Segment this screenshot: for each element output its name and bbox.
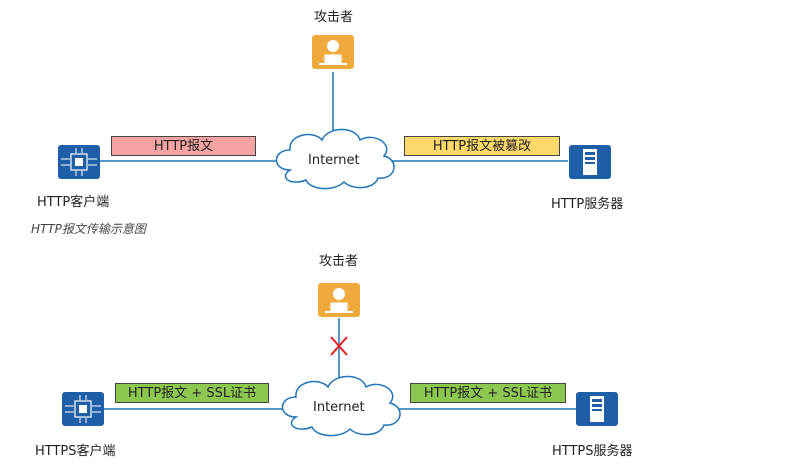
bottom-msg-right: HTTP报文 + SSL证书 bbox=[410, 383, 566, 403]
top-client-label: HTTP客户端 bbox=[37, 195, 110, 210]
bottom-server-icon bbox=[576, 392, 618, 426]
bottom-cloud-label: Internet bbox=[313, 400, 365, 415]
top-cloud-label: Internet bbox=[308, 153, 360, 168]
bottom-attacker-icon bbox=[317, 282, 361, 318]
bottom-attacker-label: 攻击者 bbox=[319, 254, 359, 269]
top-msg-right: HTTP报文被篡改 bbox=[404, 136, 560, 156]
top-attacker-label: 攻击者 bbox=[314, 10, 354, 25]
blocked-cross-icon bbox=[330, 336, 348, 356]
top-server-label: HTTP服务器 bbox=[551, 197, 624, 212]
bottom-server-label: HTTPS服务器 bbox=[552, 444, 633, 459]
top-msg-left: HTTP报文 bbox=[111, 136, 256, 156]
bottom-msg-left: HTTP报文 + SSL证书 bbox=[115, 383, 269, 403]
top-server-icon bbox=[569, 145, 611, 179]
bottom-client-icon bbox=[61, 391, 105, 427]
top-attacker-icon bbox=[311, 34, 355, 70]
bottom-client-label: HTTPS客户端 bbox=[35, 444, 116, 459]
top-caption: HTTP报文传输示意图 bbox=[31, 222, 146, 236]
top-client-icon bbox=[57, 144, 101, 180]
